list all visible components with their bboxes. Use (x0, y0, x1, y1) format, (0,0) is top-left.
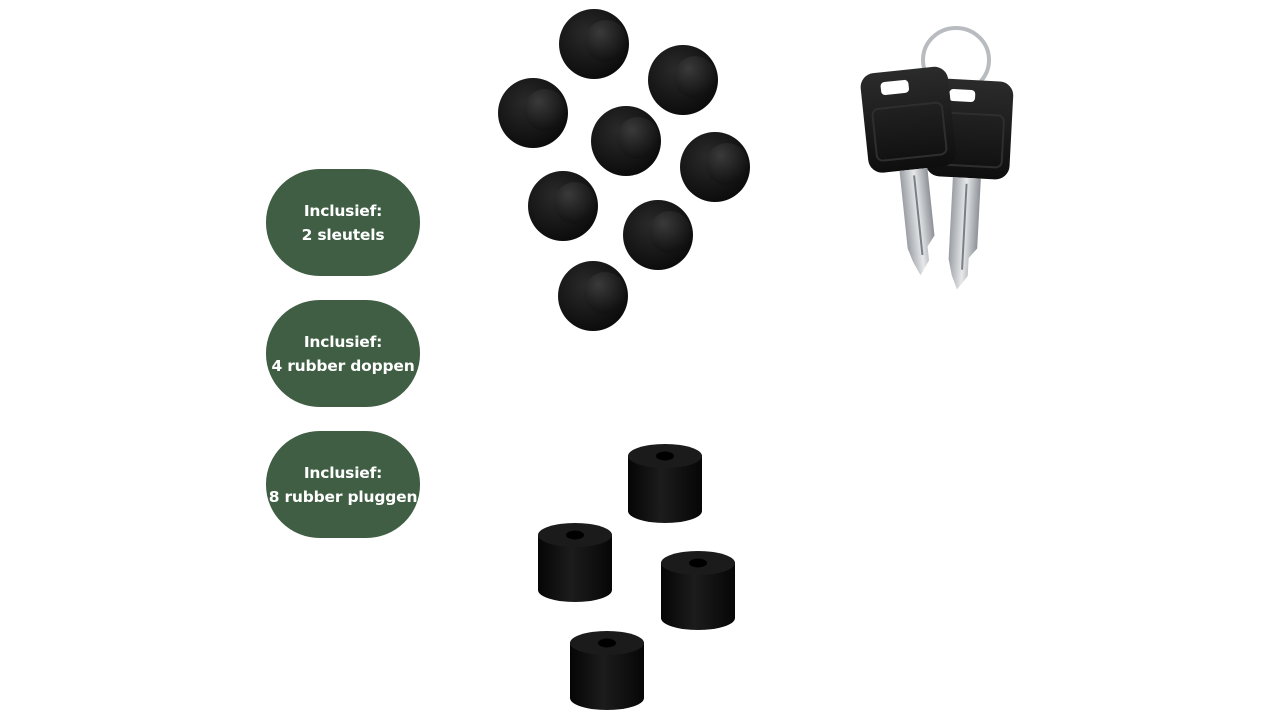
rubber-cap-icon (570, 631, 644, 710)
rubber-cap-icon (538, 523, 612, 602)
rubber-plug-icon (591, 106, 661, 176)
rubber-plug-icon (623, 200, 693, 270)
rubber-plugs-group (498, 9, 750, 331)
badge-heading: Inclusief: (303, 463, 383, 482)
rubber-plug-icon (528, 171, 598, 241)
rubber-cap-icon (661, 551, 735, 630)
badge-text: 8 rubber pluggen (268, 487, 418, 506)
badge-heading: Inclusief: (303, 332, 383, 351)
badge-text: 2 sleutels (301, 225, 385, 244)
badge-text: 4 rubber doppen (271, 356, 415, 375)
keys-group (860, 26, 1014, 290)
rubber-plug-icon (498, 78, 568, 148)
included-caps-badge: Inclusief: 4 rubber doppen (266, 300, 420, 407)
rubber-plug-icon (680, 132, 750, 202)
included-keys-badge: Inclusief: 2 sleutels (266, 169, 420, 276)
key-icon (860, 66, 956, 276)
rubber-plug-icon (559, 9, 629, 79)
rubber-caps-group (538, 444, 735, 710)
rubber-cap-icon (628, 444, 702, 523)
included-plugs-badge: Inclusief: 8 rubber pluggen (266, 431, 420, 538)
badge-heading: Inclusief: (303, 201, 383, 220)
rubber-plug-icon (648, 45, 718, 115)
rubber-plug-icon (558, 261, 628, 331)
